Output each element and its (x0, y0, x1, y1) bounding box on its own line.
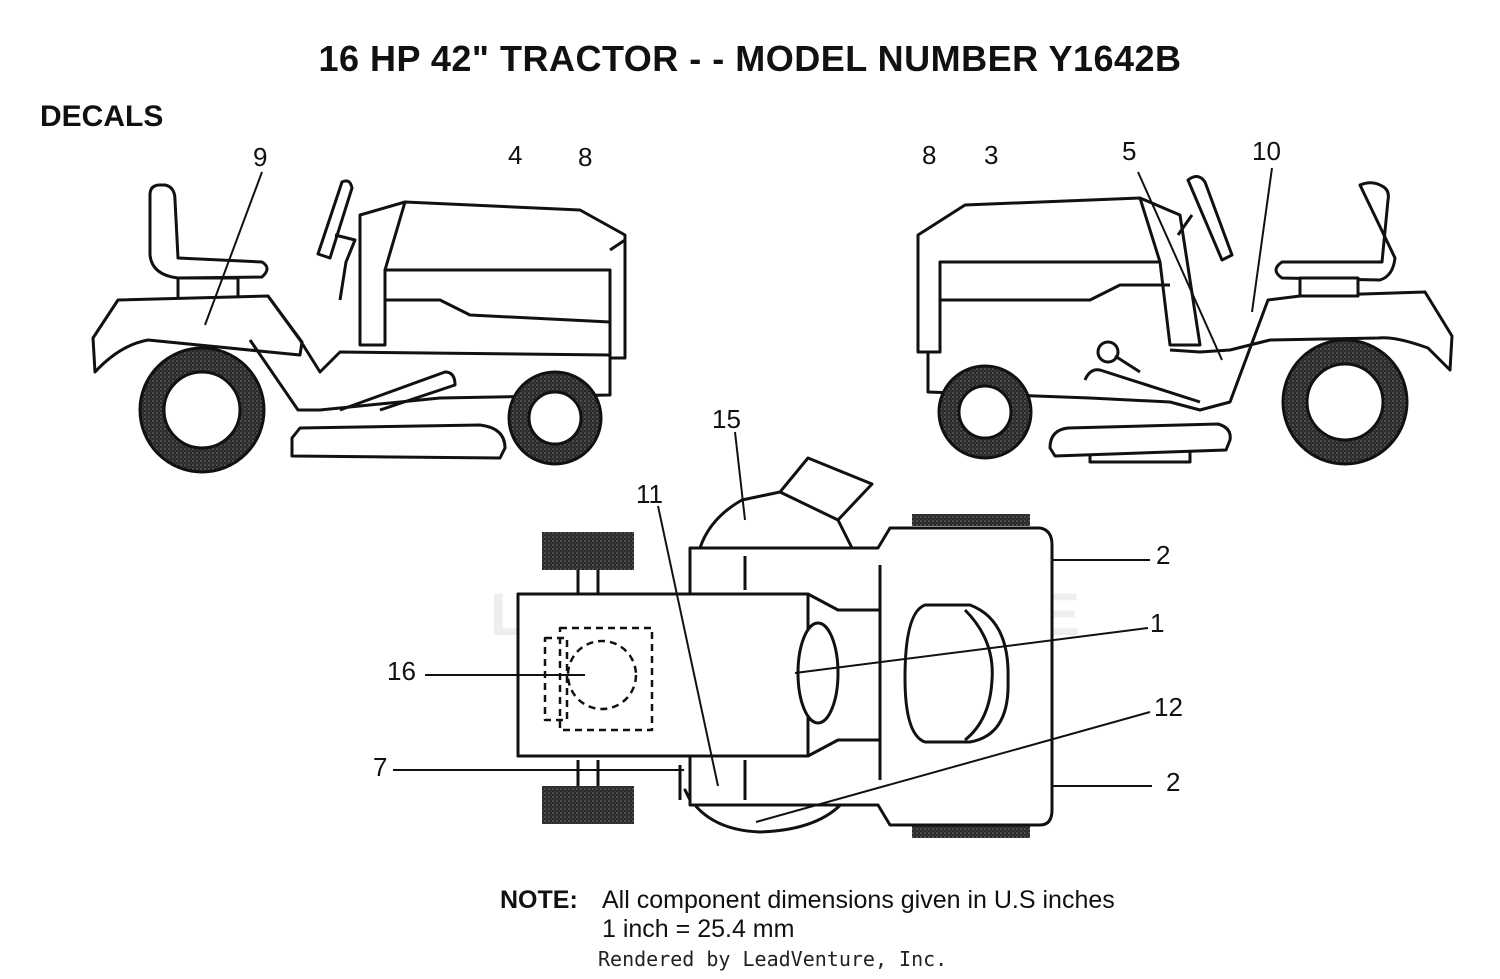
note-line-1: All component dimensions given in U.S in… (602, 886, 1115, 914)
callout-4: 4 (508, 140, 522, 170)
rendered-by-credit: Rendered by LeadVenture, Inc. (598, 947, 948, 971)
note-label: NOTE: (500, 886, 578, 914)
page-title: 16 HP 42" TRACTOR - - MODEL NUMBER Y1642… (318, 38, 1182, 79)
callout-5: 5 (1122, 136, 1136, 166)
callout-3: 3 (984, 140, 998, 170)
callout-2-top: 2 (1156, 540, 1170, 570)
callout-10: 10 (1252, 136, 1281, 166)
callout-7: 7 (373, 752, 387, 782)
callout-2-bottom: 2 (1166, 767, 1180, 797)
callout-8-right: 8 (922, 140, 936, 170)
left-side-view (91, 171, 627, 474)
top-view (393, 431, 1152, 838)
callout-8-left: 8 (578, 142, 592, 172)
callout-15: 15 (712, 404, 741, 434)
callout-16: 16 (387, 656, 416, 686)
callout-12: 12 (1154, 692, 1183, 722)
callout-1: 1 (1150, 608, 1164, 638)
note-line-2: 1 inch = 25.4 mm (602, 915, 795, 943)
section-heading: DECALS (40, 100, 164, 133)
callout-11: 11 (636, 479, 663, 509)
callout-9: 9 (253, 142, 267, 172)
right-side-view (916, 167, 1454, 466)
dimension-note: NOTE: All component dimensions given in U… (500, 886, 1115, 944)
